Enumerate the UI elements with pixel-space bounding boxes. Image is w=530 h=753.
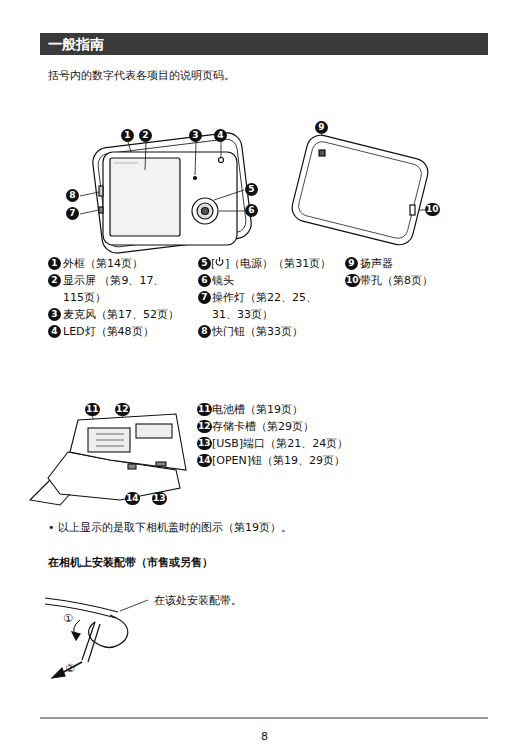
label-text: ① [63, 610, 73, 627]
illustration-part [192, 198, 218, 224]
label-text: LED灯（第48页） [63, 323, 154, 340]
illustration-part [202, 208, 209, 215]
callout-number: 14 [125, 492, 140, 505]
label-text: 镜头 [212, 272, 234, 289]
illustration-part [82, 622, 95, 660]
illustration-part [91, 131, 253, 254]
label-text: 显示屏 （第9、17、115页） [63, 272, 185, 306]
camera-front [91, 131, 253, 254]
illustration-part [72, 632, 80, 640]
section-heading: 在相机上安装配带（市售或另售） [48, 554, 213, 571]
callout-number: 3 [189, 129, 202, 142]
illustration-part [120, 600, 148, 611]
illustration-part [99, 207, 103, 213]
illustration-part [97, 138, 247, 248]
illustration-part [88, 428, 130, 452]
callout-number: 5 [245, 183, 258, 196]
callout-number: 12 [197, 420, 212, 433]
illustration-part [70, 414, 186, 470]
illustration-part [80, 192, 99, 196]
callout-number: 12 [115, 403, 130, 416]
illustration-part [114, 162, 138, 163]
illustration-part [289, 132, 431, 247]
footer-rule [40, 717, 488, 719]
illustration-part [194, 177, 197, 180]
label-text: [USB]端口（第21、24页） [212, 435, 348, 452]
illustration-part [145, 142, 146, 170]
illustration-part [103, 152, 237, 245]
label-text: 快门钮（第33页） [212, 323, 303, 340]
illustration-part [197, 203, 213, 219]
callout-number: 6 [245, 204, 258, 217]
illustration-part [136, 424, 172, 438]
label-text: 带孔（第8页） [360, 272, 433, 289]
callout-number: 1 [48, 257, 61, 270]
illustration-part [296, 140, 423, 241]
label-text: 操作灯（第22、25、31、33页） [212, 289, 340, 323]
illustration-part [52, 668, 65, 678]
illustration-part [219, 211, 244, 212]
illustration-part [80, 210, 99, 214]
illustration-part [96, 434, 124, 435]
camera-back [289, 132, 431, 247]
illustration-part [88, 624, 100, 662]
callout-number: 11 [197, 403, 212, 416]
illustration-part [156, 462, 166, 466]
page-title: 一般指南 [40, 33, 488, 55]
label-text: [ [211, 255, 215, 272]
label-text: ② [65, 660, 75, 677]
illustration-part [96, 446, 124, 447]
callout-number: 10 [345, 274, 360, 287]
illustration-part [410, 205, 415, 215]
callout-number: 4 [214, 129, 227, 142]
callout-number: 9 [345, 257, 358, 270]
label-text: [OPEN]钮（第19、29页） [212, 452, 345, 469]
illustration-part [219, 257, 220, 262]
label-text: 外框（第14页） [63, 255, 143, 272]
callout-number: 4 [48, 325, 61, 338]
callout-number: 8 [198, 325, 211, 338]
illustration-part [319, 150, 325, 156]
label-text: 在该处安装配带。 [154, 592, 242, 609]
label-text: ]（电源）（第31页） [225, 255, 331, 272]
callout-number: 10 [425, 203, 440, 216]
callout-number: 8 [66, 189, 79, 202]
callout-number: 14 [197, 454, 212, 467]
strap-figure [45, 598, 148, 678]
illustration-part [45, 604, 116, 618]
label-text: • 以上显示的是取下相机盖时的图示（第19页）。 [48, 519, 292, 536]
callout-number: 2 [48, 274, 61, 287]
label-text: 括号内的数字代表各项目的说明页码。 [48, 67, 235, 84]
title-band: 一般指南 [40, 33, 488, 55]
label-text: 扬声器 [360, 255, 393, 272]
callout-number: 6 [198, 274, 211, 287]
callout-number: 9 [315, 121, 328, 134]
label-text: 麦克风（第17、52页） [63, 306, 179, 323]
illustration-part [128, 142, 131, 152]
illustration-part [195, 142, 196, 175]
callout-number: 13 [152, 492, 167, 505]
illustration-part [221, 142, 222, 157]
illustration-part [99, 186, 103, 196]
callout-number: 7 [66, 207, 79, 220]
callout-number: 11 [85, 403, 100, 416]
illustration-part [30, 480, 70, 505]
illustration-part [219, 158, 224, 163]
callout-number: 13 [197, 437, 212, 450]
label-text: 8 [261, 728, 268, 745]
power-icon [216, 257, 223, 265]
illustration-part [214, 190, 244, 200]
illustration-part [96, 440, 124, 441]
callout-number: 3 [48, 308, 61, 321]
illustration-part [128, 464, 136, 469]
callout-number: 2 [139, 129, 152, 142]
label-text: 存储卡槽（第29页） [212, 418, 314, 435]
callout-number: 1 [121, 129, 134, 142]
callout-number: 5 [198, 257, 211, 270]
label-text: 电池槽（第19页） [212, 401, 303, 418]
callout-number: 7 [198, 291, 211, 304]
camera-bottom [30, 414, 186, 505]
